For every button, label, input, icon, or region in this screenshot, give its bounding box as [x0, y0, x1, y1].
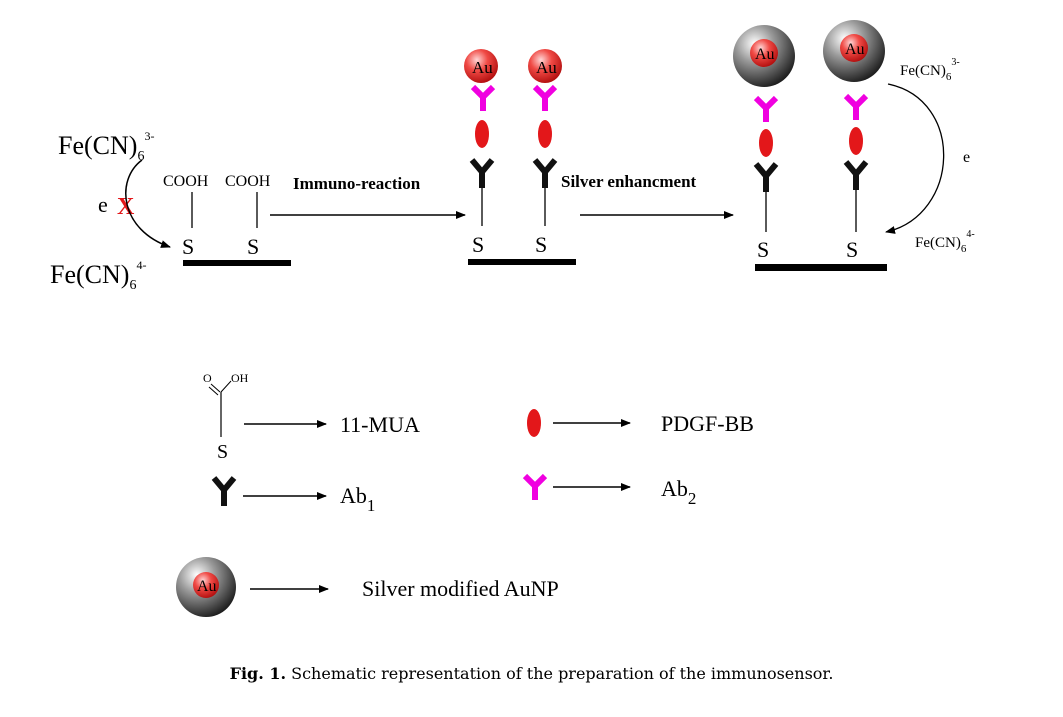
gold-nanoparticle	[464, 49, 498, 83]
fe4-label: Fe(CN)64-	[50, 258, 146, 293]
sulfur-label: S	[757, 237, 769, 262]
ab2-antibody	[846, 96, 866, 120]
ab2-antibody	[756, 98, 776, 122]
pdgf-protein	[527, 409, 541, 437]
gold-nanoparticle	[528, 49, 562, 83]
mua-double-bond-b	[208, 386, 219, 396]
pdgf-protein	[759, 129, 773, 157]
legend: O OH S 11-MUA PDGF-BB Ab1 Ab2	[176, 371, 754, 617]
fe3-label: Fe(CN)63-	[58, 129, 154, 164]
gold-electrode-3	[755, 264, 887, 271]
ab1-antibody	[756, 164, 776, 192]
mua-double-bond-a	[210, 383, 221, 393]
legend-item-11-mua: O OH S 11-MUA	[203, 371, 420, 463]
step2-label: Silver enhancment	[561, 172, 697, 191]
mua-oxygen: O	[203, 371, 212, 385]
gold-electrode-2	[468, 259, 576, 265]
figure-caption: Fig. 1. Schematic representation of the …	[0, 664, 1063, 683]
ab2-label: Ab2	[661, 476, 696, 508]
electron-label: e	[98, 192, 108, 217]
mua-label: 11-MUA	[340, 412, 420, 437]
cooh-label-2: COOH	[225, 173, 271, 190]
caption-prefix: Fig. 1.	[229, 664, 287, 683]
electron-transfer-arrow-right	[885, 83, 945, 234]
electron-label-right: e	[963, 149, 970, 166]
pdgf-protein	[849, 127, 863, 155]
gold-core	[840, 34, 868, 62]
stage-2-immunocomplex: Au S Au S	[464, 49, 576, 265]
step-immuno-reaction: Immuno-reaction	[270, 174, 466, 219]
au-label: Au	[536, 58, 557, 77]
silver-aunp-label: Silver modified AuNP	[362, 576, 559, 601]
au-label: Au	[197, 578, 217, 595]
ab1-antibody	[472, 160, 492, 188]
fe4-label-right: Fe(CN)64-	[915, 229, 975, 255]
sulfur-label-1: S	[182, 234, 194, 259]
ab1-label: Ab1	[340, 483, 375, 515]
cooh-label-1: COOH	[163, 173, 209, 190]
legend-item-silver-aunp: Au Silver modified AuNP	[176, 557, 559, 617]
pdgf-label: PDGF-BB	[661, 411, 754, 436]
mua-hydroxyl: OH	[231, 371, 249, 385]
legend-item-ab1: Ab1	[214, 478, 375, 515]
ab1-antibody	[535, 160, 555, 188]
gold-core	[193, 572, 219, 598]
au-label: Au	[472, 58, 493, 77]
stage-1-sam-electrode: Fe(CN)63- Fe(CN)64- e X COOH COOH S S	[50, 129, 291, 293]
mua-sulfur: S	[217, 441, 228, 463]
step1-label: Immuno-reaction	[293, 174, 421, 193]
ab2-antibody	[473, 87, 493, 111]
step-silver-enhancement: Silver enhancment	[561, 172, 734, 219]
pdgf-protein	[475, 120, 489, 148]
ab1-antibody	[214, 478, 234, 506]
pdgf-protein	[538, 120, 552, 148]
electron-transfer-arrow	[125, 159, 171, 248]
ab1-antibody	[846, 162, 866, 190]
sulfur-label: S	[472, 232, 484, 257]
ab2-antibody	[525, 476, 545, 500]
au-label: Au	[755, 46, 775, 63]
gold-core	[750, 39, 778, 67]
sulfur-label: S	[846, 237, 858, 262]
legend-item-pdgf: PDGF-BB	[527, 409, 754, 437]
mua-oh-bond	[220, 380, 232, 393]
legend-item-ab2: Ab2	[525, 476, 696, 508]
sulfur-label-2: S	[247, 234, 259, 259]
stage-3-silver-enhanced: Au S Au S Fe(CN)63- Fe(CN)64- e	[733, 20, 975, 271]
fe3-label-right: Fe(CN)63-	[900, 57, 960, 83]
ab2-antibody	[535, 87, 555, 111]
au-label: Au	[845, 41, 865, 58]
caption-text: Schematic representation of the preparat…	[286, 664, 834, 683]
gold-electrode-1	[183, 260, 291, 266]
sulfur-label: S	[535, 232, 547, 257]
